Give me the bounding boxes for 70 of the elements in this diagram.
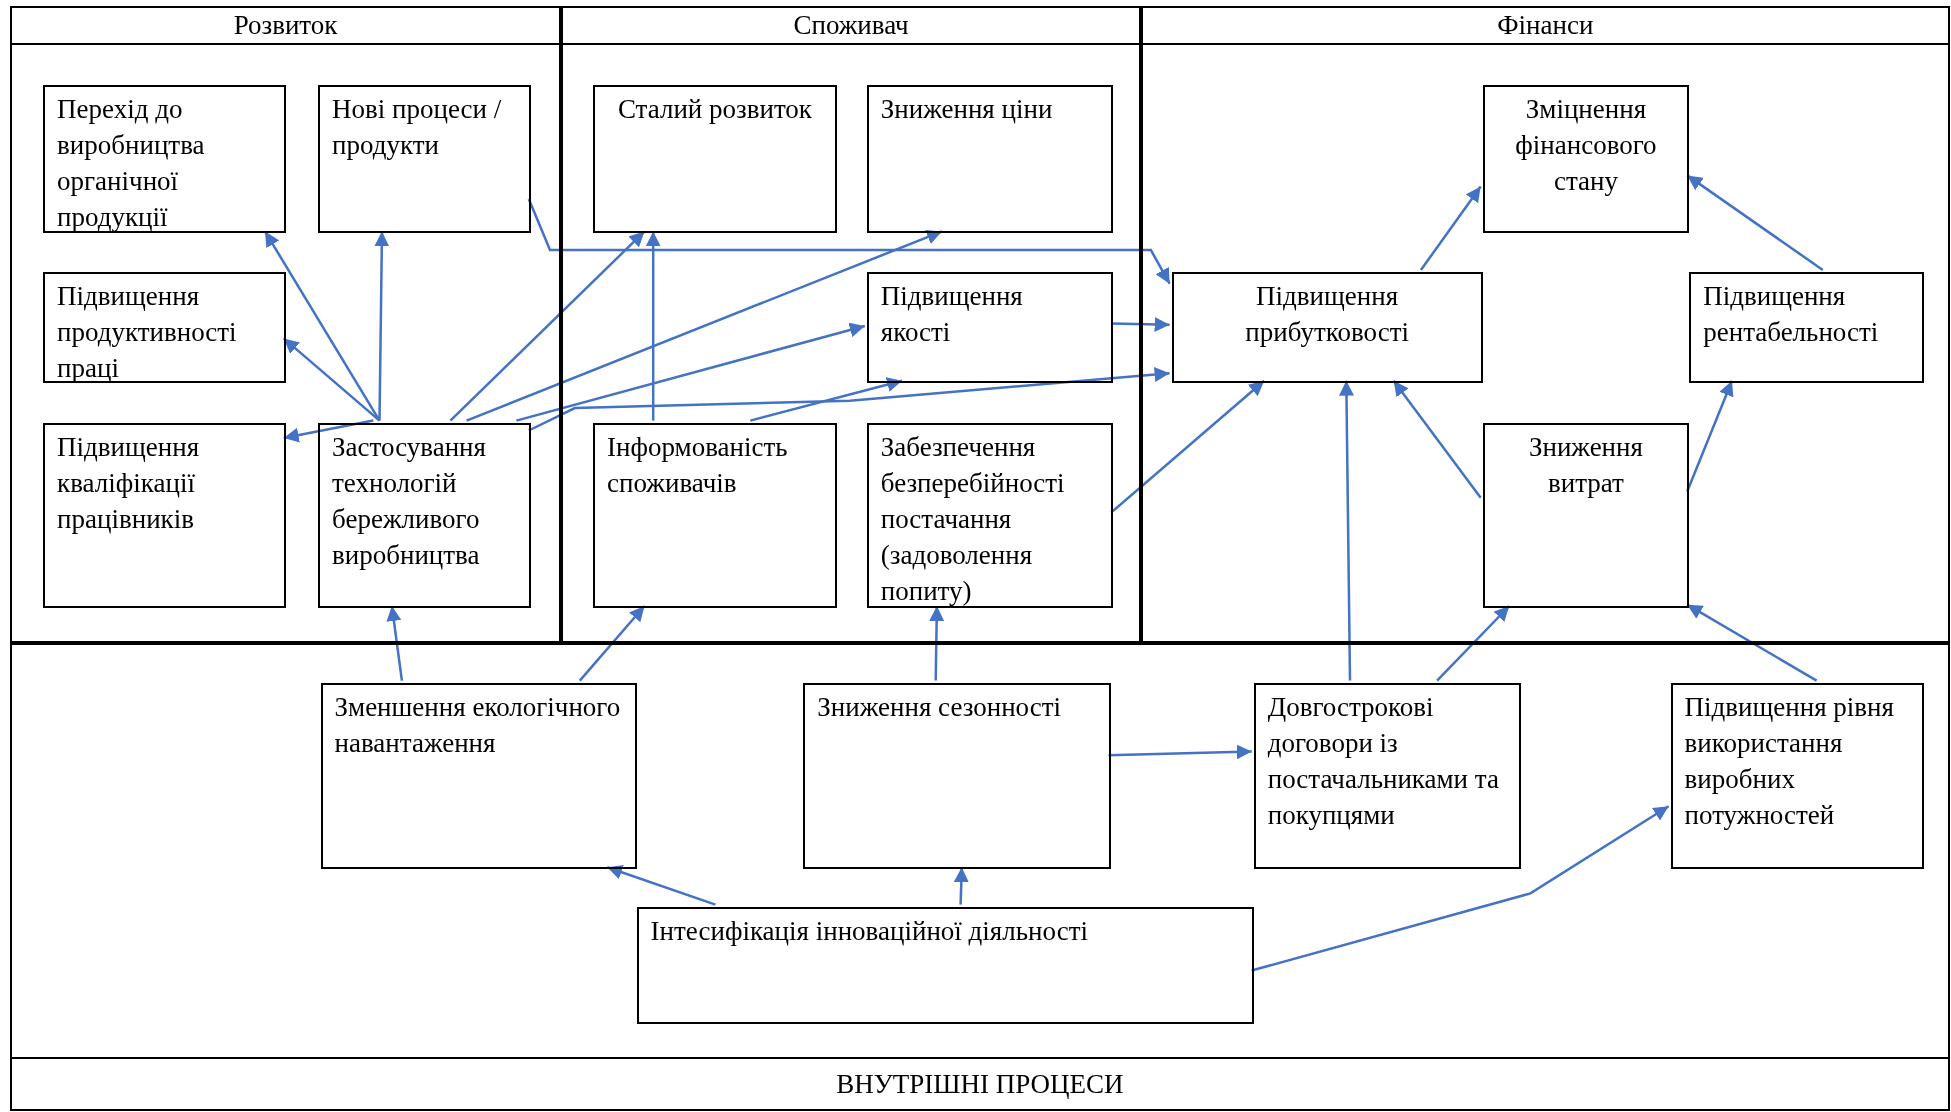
objective-box: [1689, 272, 1925, 383]
arrow: [1111, 316, 1170, 332]
objective-text: Підвищення рентабельності: [1703, 281, 1879, 347]
objective-text: Нові процеси / продукти: [332, 94, 502, 161]
arrow: [606, 865, 716, 906]
arrow: [283, 419, 374, 443]
arrow: [929, 605, 945, 681]
objective-box: [1253, 682, 1522, 870]
perspective-panel: [9, 643, 1950, 1112]
arrow: [466, 230, 943, 422]
objective-text: Зниження ціни: [880, 94, 1053, 125]
objective-box: [636, 906, 1254, 1024]
objective-box: [318, 422, 531, 608]
perspective-panel: [9, 6, 562, 644]
arrow: [1251, 805, 1670, 972]
objective-text: Сталий розвиток: [617, 94, 812, 125]
objective-text: Підвищення кваліфікації працівників: [57, 431, 200, 534]
objective-text: Зменшення екологічного навантаження: [334, 691, 621, 758]
objective-text: Забезпечення безперебійності постачання (задоволення попиту): [880, 431, 1065, 606]
objective-box: [866, 422, 1114, 608]
objective-box: [43, 272, 286, 383]
objective-box: [318, 85, 531, 234]
arrow: [1686, 380, 1734, 492]
objective-box: [803, 682, 1111, 870]
objective-box: [593, 422, 837, 608]
objective-box: [866, 85, 1114, 234]
objective-box: [1670, 682, 1925, 870]
objective-text: Зниження витрат: [1528, 431, 1643, 498]
arrow: [1392, 379, 1482, 499]
objective-text: Інформованість споживачів: [607, 431, 788, 498]
objective-text: Підвищення продуктивності праці: [57, 281, 237, 383]
arrow: [750, 377, 903, 422]
arrow: [516, 322, 866, 422]
objective-box: [593, 85, 837, 234]
arrow: [386, 605, 404, 681]
arrow: [1419, 185, 1482, 271]
arrow: [282, 337, 381, 422]
objective-box: [1482, 422, 1690, 608]
objective-text: Застосування технологій бережливого виробництва: [332, 431, 486, 570]
arrow: [1108, 744, 1252, 760]
objective-text: Підвищення прибутковості: [1245, 281, 1409, 347]
arrow: [1436, 605, 1511, 682]
panel-heading: Споживач: [563, 8, 1139, 46]
arrow: [1110, 379, 1265, 514]
arrow: [645, 231, 661, 421]
objective-box: [43, 85, 286, 234]
objective-text: Довгострокові договори із постачальниками та покупцями: [1267, 691, 1499, 830]
perspective-panel: [561, 6, 1141, 644]
objective-box: [320, 682, 637, 870]
perspective-panel: [1141, 6, 1950, 644]
arrow: [528, 367, 1170, 432]
arrow: [1339, 380, 1354, 681]
arrow: [578, 605, 646, 682]
objective-box: [43, 422, 286, 608]
objective-text: Зниження сезонності: [817, 691, 1062, 722]
objective-text: Перехід до виробництва органічної продукції: [57, 94, 205, 233]
objective-text: Зміцнення фінансового стану: [1515, 94, 1657, 197]
panel-heading: Фінанси: [1143, 8, 1948, 46]
objective-text: Інтесифікація інноваційної діяльності: [650, 915, 1088, 946]
panel-heading: ВНУТРІШНІ ПРОЦЕСИ: [11, 1057, 1948, 1110]
arrow: [374, 231, 390, 421]
arrow: [1686, 174, 1824, 272]
panel-heading: Розвиток: [11, 8, 560, 46]
objective-text: Підвищення рівня використання виробних потужностей: [1684, 691, 1894, 830]
objective-box: [1482, 85, 1690, 234]
arrow: [449, 230, 646, 422]
objective-box: [866, 272, 1114, 383]
objective-box: [1171, 272, 1483, 383]
arrow: [953, 867, 969, 905]
objective-text: Підвищення якості: [880, 281, 1023, 347]
